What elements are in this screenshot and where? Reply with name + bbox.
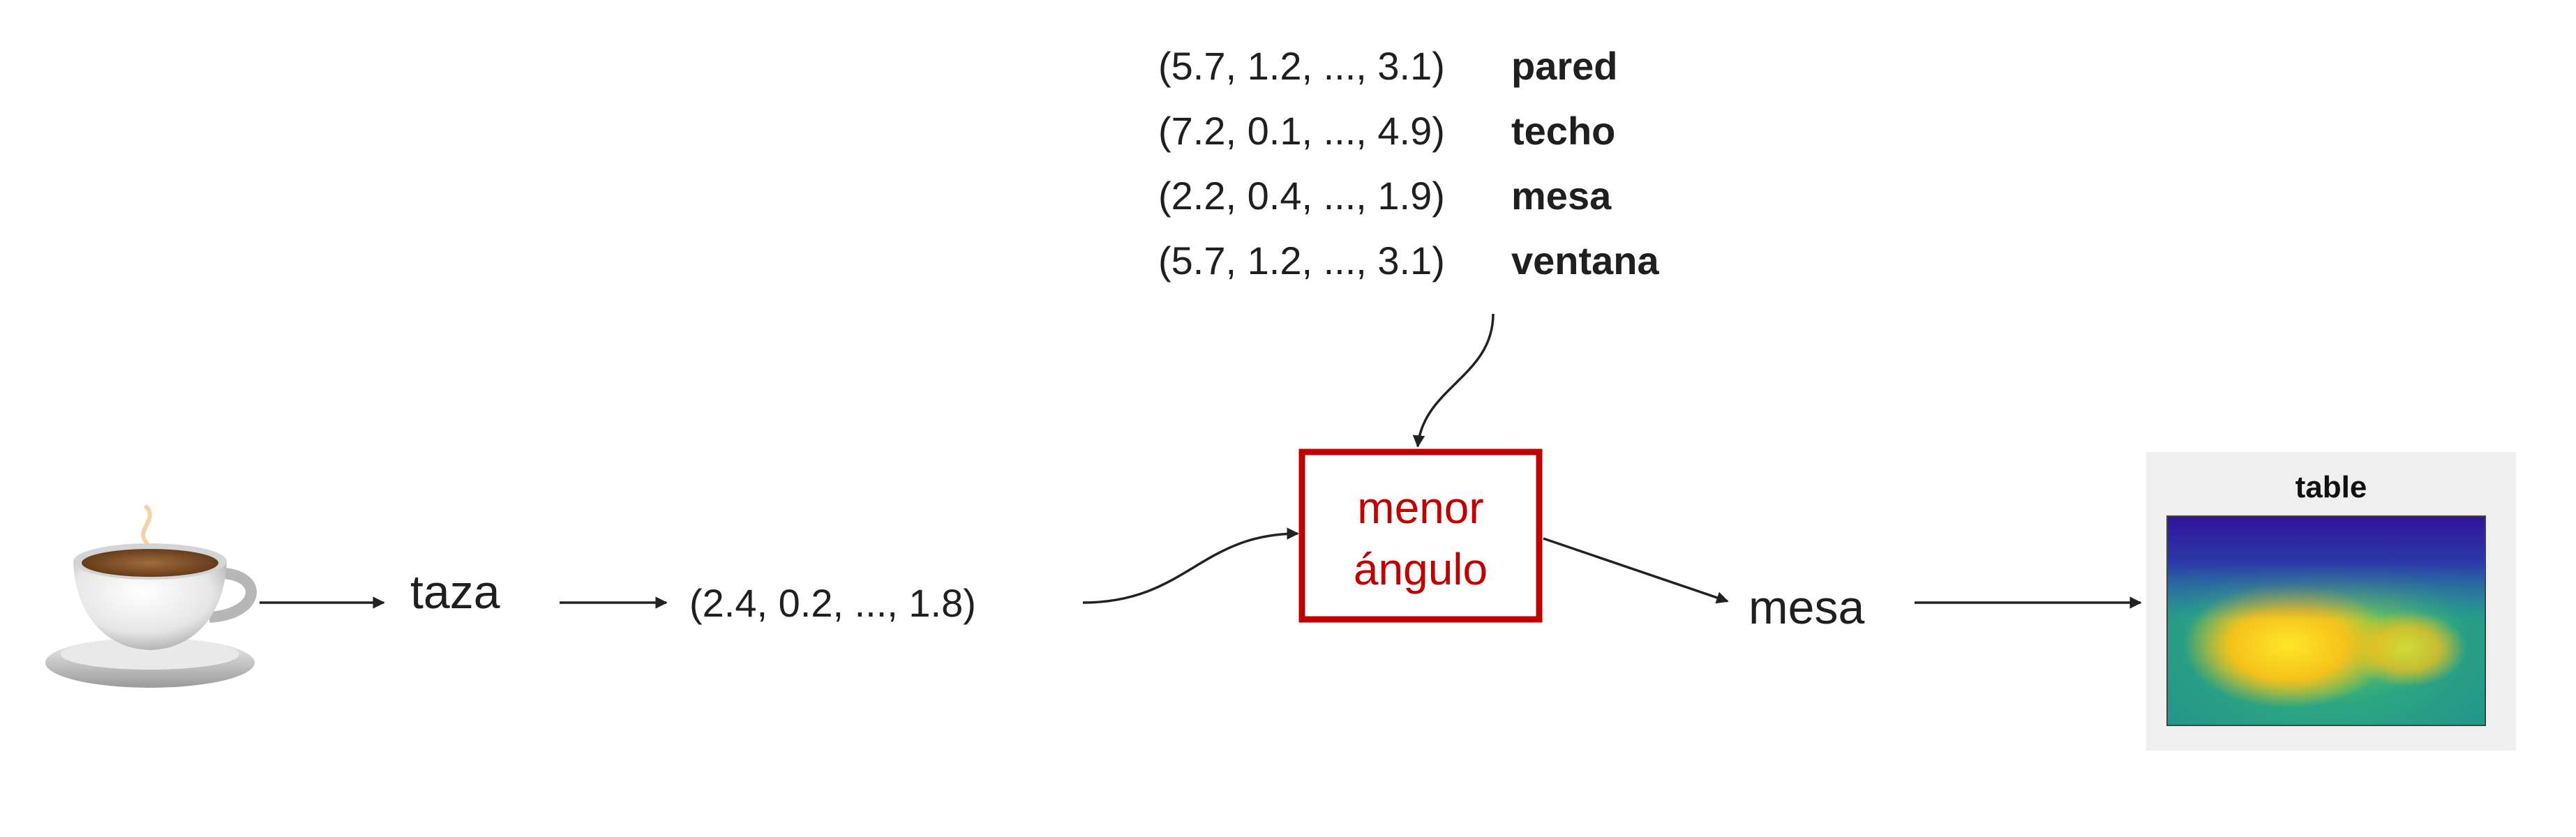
arrow-dictionary-to-box bbox=[1412, 313, 1495, 448]
output-word: mesa bbox=[1748, 581, 1864, 634]
dictionary-list: (5.7, 1.2, ..., 3.1) pared (7.2, 0.1, ..… bbox=[1158, 44, 1659, 282]
input-vector: (2.4, 0.2, ..., 1.8) bbox=[689, 581, 976, 625]
heatmap-title: table bbox=[2296, 470, 2367, 504]
dict-vector-3: (2.2, 0.4, ..., 1.9) bbox=[1158, 174, 1445, 218]
dict-vector-2: (7.2, 0.1, ..., 4.9) bbox=[1158, 109, 1445, 153]
arrow-box-to-output bbox=[1543, 537, 1729, 604]
dict-vector-1: (5.7, 1.2, ..., 3.1) bbox=[1158, 44, 1445, 88]
dict-label-3: mesa bbox=[1511, 174, 1612, 218]
teacup-icon bbox=[45, 504, 257, 688]
dict-label-4: ventana bbox=[1511, 239, 1659, 282]
box-line-1: menor bbox=[1357, 483, 1483, 533]
dict-vector-4: (5.7, 1.2, ..., 3.1) bbox=[1158, 239, 1445, 282]
dict-label-2: techo bbox=[1511, 109, 1615, 153]
heatmap-image: table bbox=[2146, 452, 2516, 751]
box-line-2: ángulo bbox=[1354, 544, 1488, 594]
dict-label-1: pared bbox=[1511, 44, 1618, 88]
input-word: taza bbox=[410, 566, 500, 619]
min-angle-box: menor ángulo bbox=[1298, 448, 1543, 623]
arrow-vector-to-box bbox=[1082, 527, 1299, 604]
